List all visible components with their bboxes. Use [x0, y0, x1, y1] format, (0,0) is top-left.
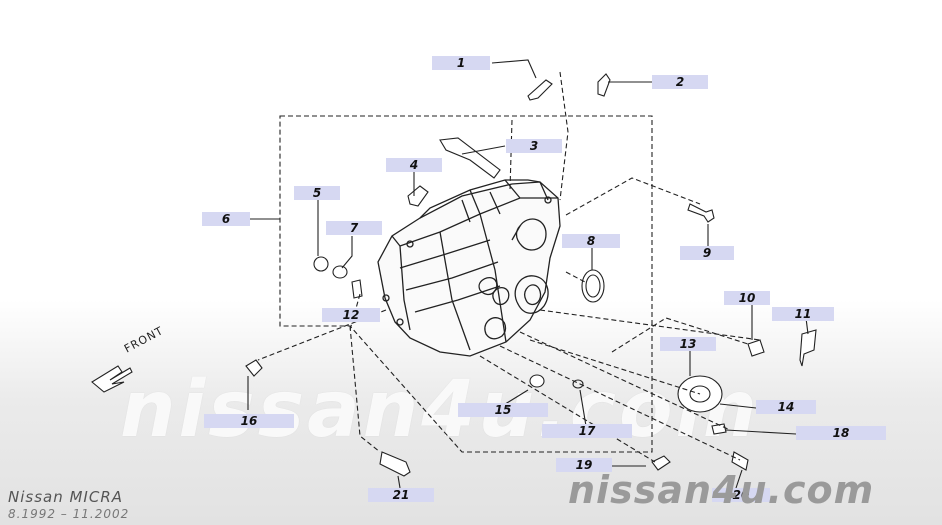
- callout-8: 8: [562, 234, 620, 248]
- callout-9: 9: [680, 246, 734, 260]
- callout-18: 18: [796, 426, 886, 440]
- part-14-switch: [711, 423, 727, 435]
- callout-15: 15: [458, 403, 548, 417]
- part-10-plug: [747, 339, 765, 357]
- callout-3: 3: [506, 139, 562, 153]
- part-11-bracket: [799, 329, 817, 367]
- part-2-clip: [597, 73, 611, 97]
- front-arrow-icon: [91, 365, 133, 393]
- transaxle-housing: [377, 179, 561, 357]
- part-9-bolt: [687, 203, 715, 223]
- part-1-bracket: [527, 79, 553, 101]
- part-12-stud: [351, 279, 363, 299]
- callout-17: 17: [542, 424, 632, 438]
- part-13-flange-inner: [689, 385, 711, 403]
- callout-14: 14: [756, 400, 816, 414]
- part-20-sensor: [731, 451, 749, 471]
- watermark-corner: nissan4u.com: [568, 468, 875, 512]
- callout-2: 2: [652, 75, 708, 89]
- part-19-tube: [651, 455, 671, 471]
- part-17-ring: [572, 379, 584, 389]
- callout-10: 10: [724, 291, 770, 305]
- callout-4: 4: [386, 158, 442, 172]
- callout-21: 21: [368, 488, 434, 502]
- assembly-frame: [279, 115, 653, 453]
- production-period: 8.1992 – 11.2002: [8, 507, 130, 521]
- part-21-bolt: [379, 451, 411, 477]
- leader-lines: [257, 71, 761, 463]
- part-3-plate: [439, 137, 501, 179]
- callout-16: 16: [204, 414, 294, 428]
- callout-7: 7: [326, 221, 382, 235]
- model-name: Nissan MICRA: [8, 488, 124, 506]
- callout-1: 1: [432, 56, 490, 70]
- part-8-oil-seal-outer: [581, 269, 605, 303]
- callout-20: 20: [712, 488, 770, 502]
- callout-5: 5: [294, 186, 340, 200]
- callout-leaders: [247, 59, 809, 489]
- callout-12: 12: [322, 308, 380, 322]
- callout-6: 6: [202, 212, 250, 226]
- part-7-plug: [332, 265, 348, 279]
- part-15-cap: [529, 374, 545, 388]
- part-8-oil-seal-inner: [585, 274, 601, 298]
- part-16-plug: [245, 359, 263, 377]
- part-5-plug: [313, 256, 329, 272]
- part-4-lever: [407, 185, 429, 207]
- watermark-main: nissan4u.com: [120, 365, 760, 455]
- callout-11: 11: [772, 307, 834, 321]
- callout-13: 13: [660, 337, 716, 351]
- callout-19: 19: [556, 458, 612, 472]
